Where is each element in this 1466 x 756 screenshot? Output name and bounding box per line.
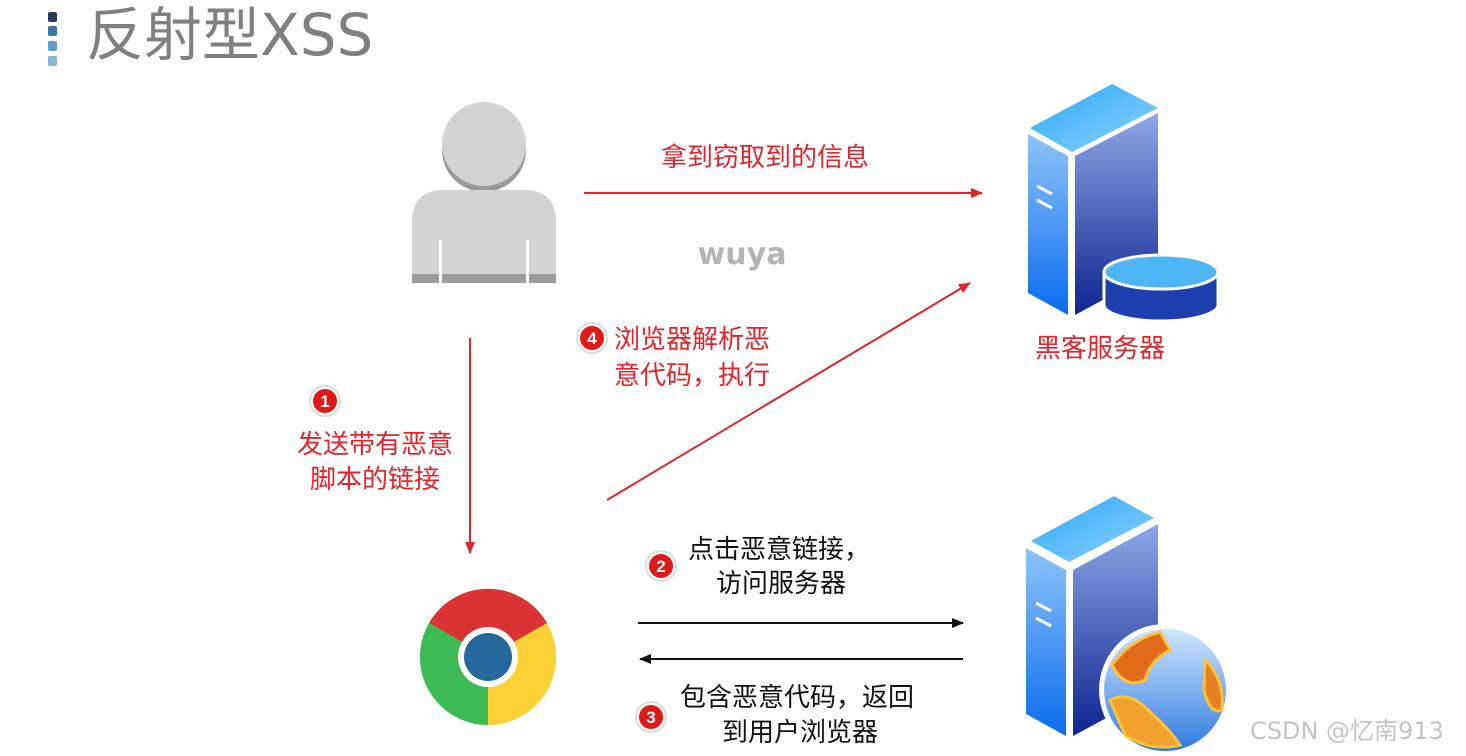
hacker-server-label: 黑客服务器 [1035, 334, 1165, 364]
step-4-text-line1: 浏览器解析恶 [614, 325, 770, 355]
csdn-watermark: CSDN @忆南913 [1250, 717, 1444, 745]
svg-text:4: 4 [587, 329, 597, 348]
svg-text:1: 1 [320, 392, 329, 411]
svg-text:2: 2 [656, 557, 665, 576]
step-1-text-line2: 脚本的链接 [310, 465, 440, 495]
step-2-text-line1: 点击恶意链接， [688, 535, 870, 565]
step-4-text-line2: 意代码，执行 [614, 361, 770, 391]
arrow-exfiltrate [606, 282, 971, 501]
step-3-badge: 3 [635, 701, 667, 733]
step-1-badge: 1 [309, 385, 341, 417]
user-icon [412, 102, 556, 283]
chrome-browser-icon [419, 588, 557, 726]
step-4-badge: 4 [576, 322, 608, 354]
step-3-text-line1: 包含恶意代码，返回 [680, 683, 914, 713]
step-3-text-line2: 到用户浏览器 [722, 718, 878, 748]
step-2-text-line2: 访问服务器 [716, 569, 846, 599]
web-server-globe-icon [1026, 496, 1231, 756]
top-arrow-label: 拿到窃取到的信息 [661, 143, 869, 173]
page-title: 反射型XSS [86, 1, 373, 69]
title-bullets-icon [48, 12, 57, 66]
step-2-badge: 2 [645, 550, 677, 582]
svg-text:3: 3 [646, 708, 655, 727]
server-database-icon [1028, 84, 1220, 323]
center-watermark: wuya [698, 237, 787, 272]
step-1-text-line1: 发送带有恶意 [297, 430, 453, 460]
